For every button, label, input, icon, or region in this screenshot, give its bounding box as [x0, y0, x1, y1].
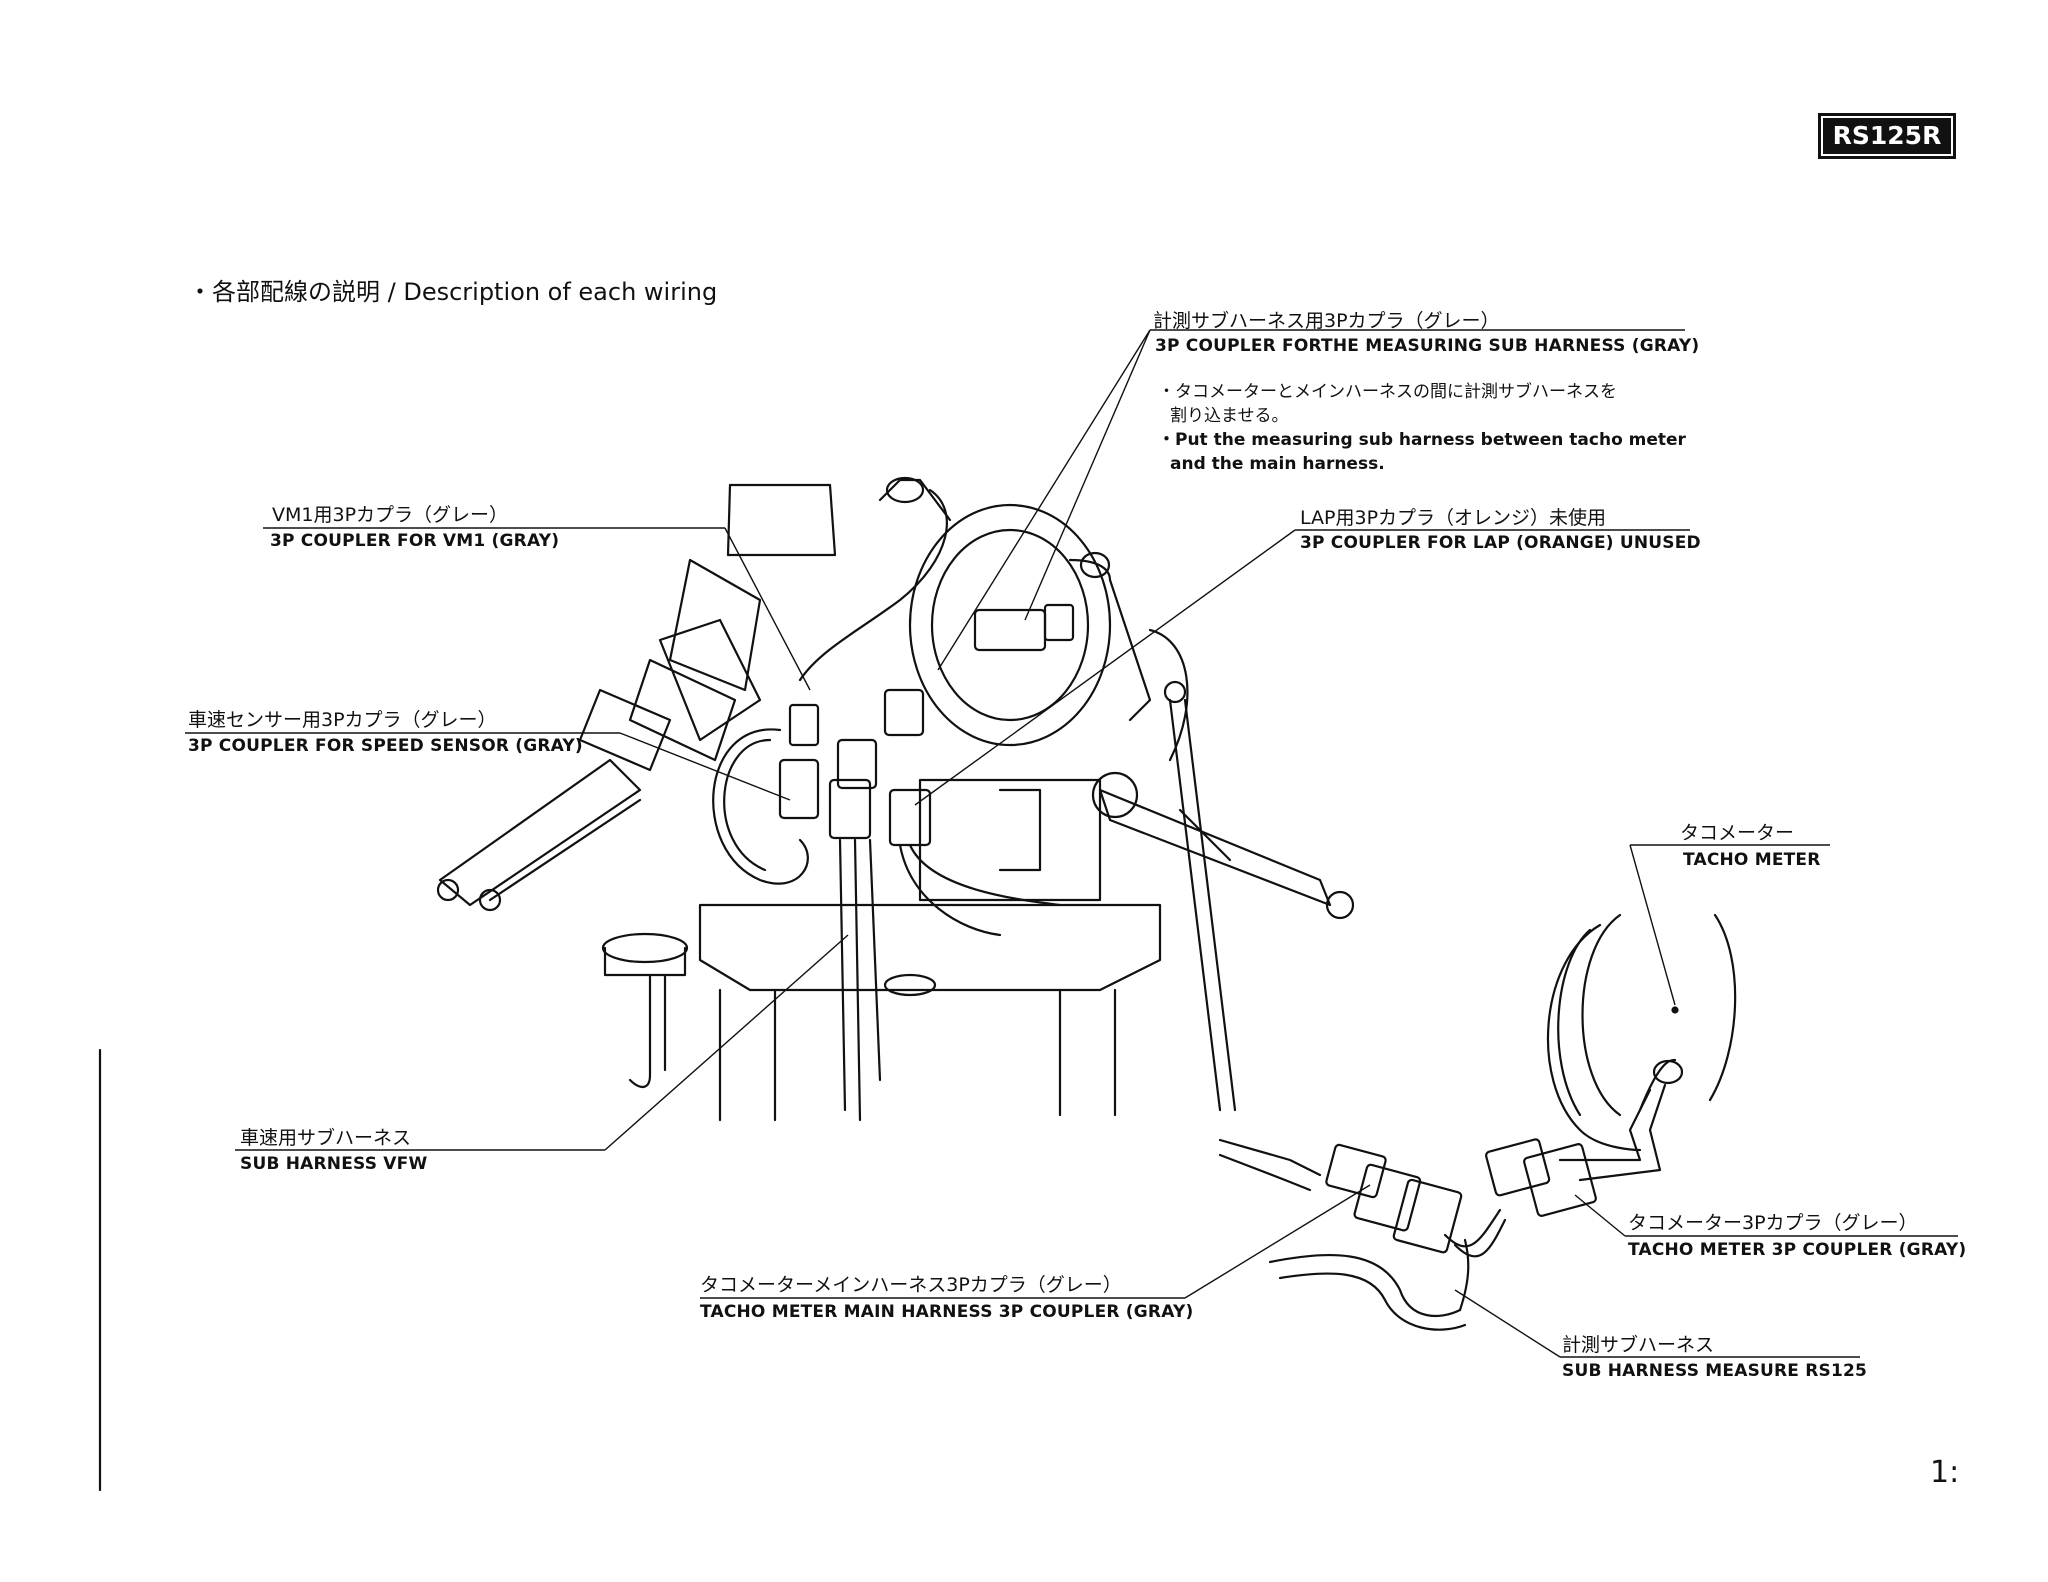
note-jp-line2: 割り込ませる。: [1170, 406, 1289, 426]
tacho-main-harness-coupler-label-jp: タコメーターメインハーネス3Pカプラ（グレー）: [700, 1274, 1122, 1296]
speed-sensor-coupler-label-jp: 車速センサー用3Pカプラ（グレー）: [188, 709, 497, 731]
tacho-main-harness-coupler-label-en: TACHO METER MAIN HARNESS 3P COUPLER (GRA…: [700, 1302, 1194, 1322]
vm1-coupler-label-jp: VM1用3Pカプラ（グレー）: [272, 504, 509, 526]
note-en-line1: ・Put the measuring sub harness between t…: [1158, 430, 1686, 450]
lap-coupler-label-jp: LAP用3Pカプラ（オレンジ）未使用: [1300, 507, 1607, 529]
section-title: ・各部配線の説明 / Description of each wiring: [188, 278, 718, 306]
page-number: 1:: [1930, 1455, 1960, 1490]
model-badge: RS125R: [1818, 113, 1956, 159]
sub-harness-vfw-label-en: SUB HARNESS VFW: [240, 1154, 428, 1174]
tacho-meter-label-jp: タコメーター: [1680, 822, 1795, 844]
sub-harness-measure-label-en: SUB HARNESS MEASURE RS125: [1562, 1361, 1868, 1381]
lap-coupler-label-en: 3P COUPLER FOR LAP (ORANGE) UNUSED: [1300, 533, 1701, 553]
tacho-meter-label-en: TACHO METER: [1683, 850, 1821, 870]
measuring-coupler-label-jp: 計測サブハーネス用3Pカプラ（グレー）: [1153, 310, 1500, 332]
sub-harness-measure-label-jp: 計測サブハーネス: [1562, 1334, 1715, 1356]
speed-sensor-coupler-label-en: 3P COUPLER FOR SPEED SENSOR (GRAY): [188, 736, 583, 756]
note-en-line2: and the main harness.: [1170, 454, 1385, 474]
tacho-3p-coupler-label-jp: タコメーター3Pカプラ（グレー）: [1628, 1212, 1918, 1234]
vm1-coupler-label-en: 3P COUPLER FOR VM1 (GRAY): [270, 531, 560, 551]
measuring-coupler-label-en: 3P COUPLER FORTHE MEASURING SUB HARNESS …: [1155, 336, 1700, 356]
sub-harness-vfw-label-jp: 車速用サブハーネス: [240, 1127, 412, 1149]
note-jp-line1: ・タコメーターとメインハーネスの間に計測サブハーネスを: [1158, 382, 1617, 402]
tacho-3p-coupler-label-en: TACHO METER 3P COUPLER (GRAY): [1628, 1240, 1967, 1260]
